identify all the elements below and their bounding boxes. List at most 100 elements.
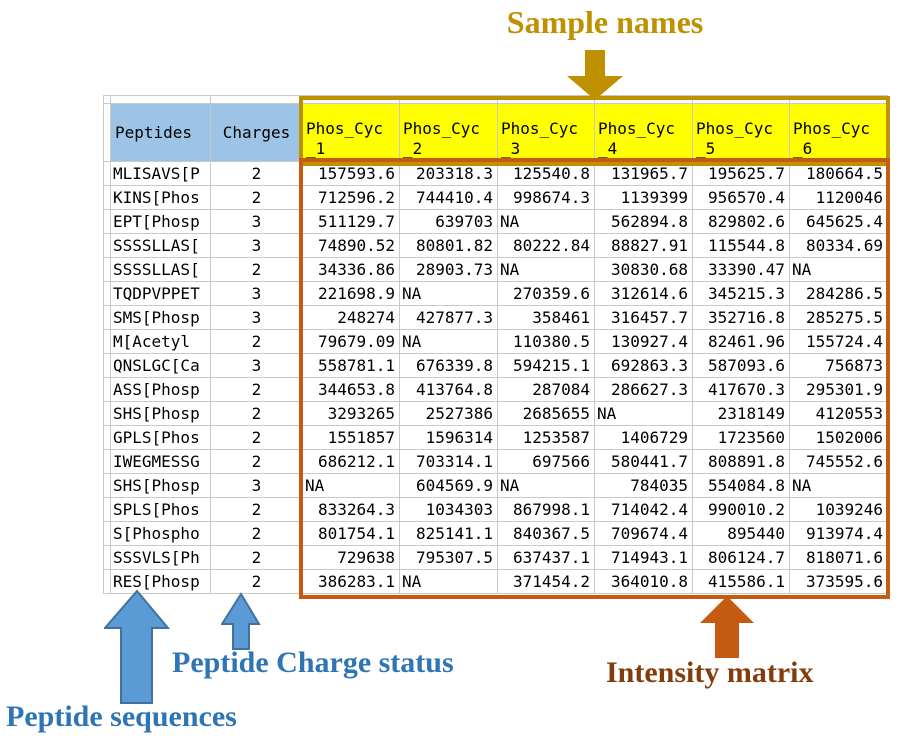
- intensity-cell[interactable]: 829802.6: [692, 209, 790, 234]
- intensity-cell[interactable]: 580441.7: [594, 449, 693, 474]
- peptide-cell[interactable]: SSSSLLAS[: [110, 233, 211, 258]
- intensity-cell[interactable]: 697566: [497, 449, 595, 474]
- charge-cell[interactable]: 2: [210, 161, 303, 186]
- intensity-cell[interactable]: NA: [497, 473, 595, 498]
- intensity-cell[interactable]: 80801.82: [399, 233, 498, 258]
- intensity-cell[interactable]: 1034303: [399, 497, 498, 522]
- intensity-cell[interactable]: 639703: [399, 209, 498, 234]
- intensity-cell[interactable]: 729638: [302, 545, 400, 570]
- intensity-cell[interactable]: 840367.5: [497, 521, 595, 546]
- peptide-cell[interactable]: EPT[Phosp: [110, 209, 211, 234]
- intensity-cell[interactable]: NA: [497, 209, 595, 234]
- intensity-cell[interactable]: 604569.9: [399, 473, 498, 498]
- intensity-cell[interactable]: 806124.7: [692, 545, 790, 570]
- peptide-cell[interactable]: SHS[Phosp: [110, 401, 211, 426]
- intensity-cell[interactable]: 692863.3: [594, 353, 693, 378]
- intensity-cell[interactable]: 427877.3: [399, 305, 498, 330]
- intensity-cell[interactable]: 415586.1: [692, 569, 790, 594]
- intensity-cell[interactable]: 744410.4: [399, 185, 498, 210]
- intensity-cell[interactable]: 818071.6: [789, 545, 888, 570]
- intensity-cell[interactable]: 115544.8: [692, 233, 790, 258]
- intensity-cell[interactable]: 2527386: [399, 401, 498, 426]
- intensity-cell[interactable]: 808891.8: [692, 449, 790, 474]
- intensity-cell[interactable]: 130927.4: [594, 329, 693, 354]
- intensity-cell[interactable]: 714943.1: [594, 545, 693, 570]
- intensity-cell[interactable]: 74890.52: [302, 233, 400, 258]
- charge-cell[interactable]: 2: [210, 185, 303, 210]
- intensity-cell[interactable]: 295301.9: [789, 377, 888, 402]
- intensity-cell[interactable]: 80334.69: [789, 233, 888, 258]
- charges-column-header[interactable]: Charges: [210, 103, 303, 162]
- intensity-cell[interactable]: 1596314: [399, 425, 498, 450]
- intensity-cell[interactable]: 709674.4: [594, 521, 693, 546]
- intensity-cell[interactable]: 2318149: [692, 401, 790, 426]
- intensity-cell[interactable]: 998674.3: [497, 185, 595, 210]
- intensity-cell[interactable]: 34336.86: [302, 257, 400, 282]
- intensity-cell[interactable]: NA: [789, 257, 888, 282]
- charge-cell[interactable]: 2: [210, 545, 303, 570]
- intensity-cell[interactable]: 554084.8: [692, 473, 790, 498]
- sample-column-header[interactable]: Phos_Cyc_2: [399, 103, 498, 162]
- intensity-cell[interactable]: 676339.8: [399, 353, 498, 378]
- charge-cell[interactable]: 3: [210, 353, 303, 378]
- intensity-cell[interactable]: 795307.5: [399, 545, 498, 570]
- intensity-cell[interactable]: 895440: [692, 521, 790, 546]
- intensity-cell[interactable]: 33390.47: [692, 257, 790, 282]
- intensity-cell[interactable]: 286627.3: [594, 377, 693, 402]
- peptide-cell[interactable]: KINS[Phos: [110, 185, 211, 210]
- intensity-cell[interactable]: 714042.4: [594, 497, 693, 522]
- intensity-cell[interactable]: 221698.9: [302, 281, 400, 306]
- peptide-cell[interactable]: RES[Phosp: [110, 569, 211, 594]
- intensity-cell[interactable]: 358461: [497, 305, 595, 330]
- intensity-cell[interactable]: 4120553: [789, 401, 888, 426]
- sample-column-header[interactable]: Phos_Cyc_3: [497, 103, 595, 162]
- intensity-cell[interactable]: 195625.7: [692, 161, 790, 186]
- intensity-cell[interactable]: 157593.6: [302, 161, 400, 186]
- intensity-cell[interactable]: 285275.5: [789, 305, 888, 330]
- intensity-cell[interactable]: NA: [497, 257, 595, 282]
- intensity-cell[interactable]: 990010.2: [692, 497, 790, 522]
- intensity-cell[interactable]: 287084: [497, 377, 595, 402]
- peptide-cell[interactable]: M[Acetyl: [110, 329, 211, 354]
- intensity-cell[interactable]: 1253587: [497, 425, 595, 450]
- intensity-cell[interactable]: NA: [399, 329, 498, 354]
- sample-column-header[interactable]: Phos_Cyc_4: [594, 103, 693, 162]
- intensity-cell[interactable]: 180664.5: [789, 161, 888, 186]
- intensity-cell[interactable]: 594215.1: [497, 353, 595, 378]
- charge-cell[interactable]: 2: [210, 257, 303, 282]
- intensity-cell[interactable]: 371454.2: [497, 569, 595, 594]
- intensity-cell[interactable]: 79679.09: [302, 329, 400, 354]
- intensity-cell[interactable]: 373595.6: [789, 569, 888, 594]
- intensity-cell[interactable]: 270359.6: [497, 281, 595, 306]
- intensity-cell[interactable]: 913974.4: [789, 521, 888, 546]
- intensity-cell[interactable]: 686212.1: [302, 449, 400, 474]
- charge-cell[interactable]: 3: [210, 281, 303, 306]
- intensity-cell[interactable]: 801754.1: [302, 521, 400, 546]
- intensity-cell[interactable]: 88827.91: [594, 233, 693, 258]
- intensity-cell[interactable]: 1406729: [594, 425, 693, 450]
- intensity-cell[interactable]: 155724.4: [789, 329, 888, 354]
- intensity-cell[interactable]: 131965.7: [594, 161, 693, 186]
- intensity-cell[interactable]: 2685655: [497, 401, 595, 426]
- intensity-cell[interactable]: 1502006: [789, 425, 888, 450]
- intensity-cell[interactable]: 867998.1: [497, 497, 595, 522]
- charge-cell[interactable]: 2: [210, 377, 303, 402]
- peptide-cell[interactable]: SMS[Phosp: [110, 305, 211, 330]
- peptide-cell[interactable]: TQDPVPPET: [110, 281, 211, 306]
- intensity-cell[interactable]: 712596.2: [302, 185, 400, 210]
- intensity-cell[interactable]: 248274: [302, 305, 400, 330]
- intensity-cell[interactable]: 364010.8: [594, 569, 693, 594]
- charge-cell[interactable]: 2: [210, 521, 303, 546]
- peptide-cell[interactable]: MLISAVS[P: [110, 161, 211, 186]
- intensity-cell[interactable]: 312614.6: [594, 281, 693, 306]
- sample-column-header[interactable]: Phos_Cyc_5: [692, 103, 790, 162]
- intensity-cell[interactable]: 1120046: [789, 185, 888, 210]
- intensity-cell[interactable]: 82461.96: [692, 329, 790, 354]
- intensity-cell[interactable]: NA: [399, 569, 498, 594]
- intensity-cell[interactable]: 645625.4: [789, 209, 888, 234]
- charge-cell[interactable]: 3: [210, 233, 303, 258]
- peptide-cell[interactable]: SPLS[Phos: [110, 497, 211, 522]
- intensity-cell[interactable]: NA: [594, 401, 693, 426]
- intensity-cell[interactable]: 956570.4: [692, 185, 790, 210]
- peptides-column-header[interactable]: Peptides: [110, 103, 211, 162]
